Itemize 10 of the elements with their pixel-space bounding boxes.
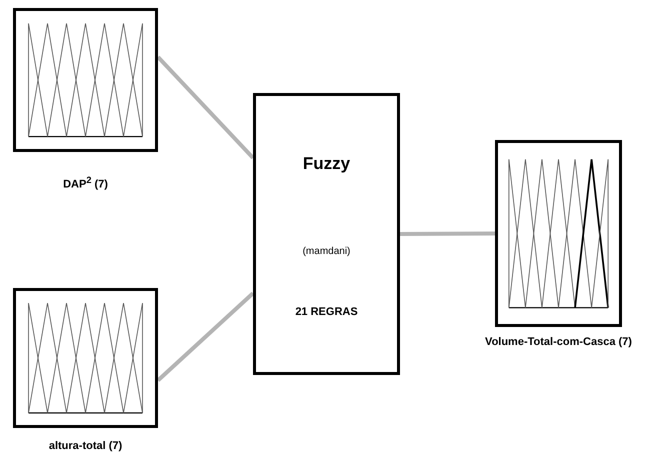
system-box — [253, 93, 400, 375]
rules-label: 21 REGRAS — [294, 306, 359, 318]
connector-line — [156, 292, 254, 382]
connector-line — [400, 232, 496, 236]
system-title: Fuzzy — [302, 154, 352, 174]
variable-label: altura-total (7) — [48, 440, 122, 452]
variable-label: Volume-Total-com-Casca (7) — [485, 336, 632, 348]
variable-label: DAP$^{2}$ (7) — [63, 175, 108, 191]
connector-line — [156, 56, 254, 160]
method-label: (mamdani) — [302, 246, 352, 257]
